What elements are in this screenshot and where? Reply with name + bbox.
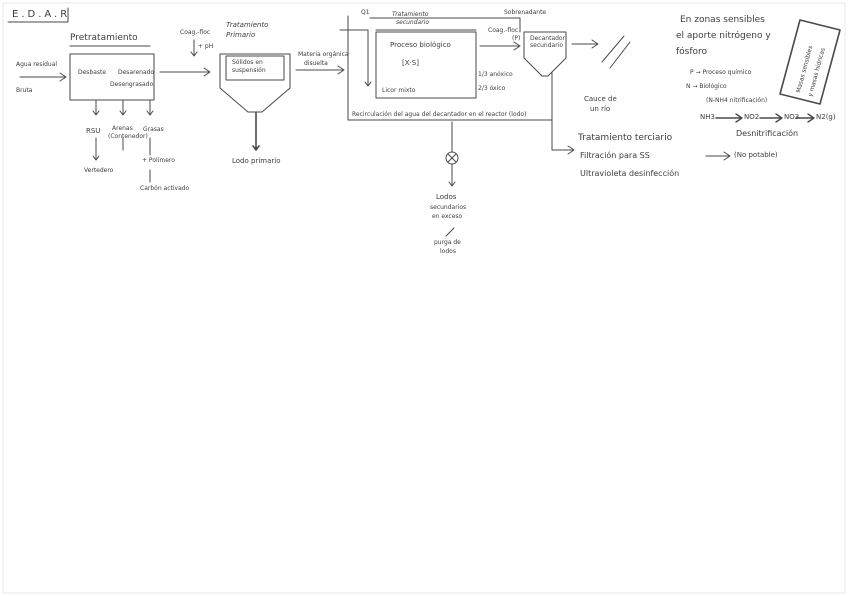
arrow-to-tertiary: [552, 120, 574, 154]
chain-arrow-1: [716, 114, 742, 122]
purge-slash: [446, 228, 454, 236]
vertedero-label: Vertedero: [84, 168, 113, 174]
arrow-to-primary: [160, 68, 210, 76]
nitrif-label: Desnitrificación: [736, 130, 798, 138]
secondary-title-2: secundario: [396, 20, 429, 26]
arrow-to-secondary: [296, 66, 344, 74]
purga-label-1: purga de: [434, 240, 461, 246]
tertiary-line-1: Filtración para SS: [580, 152, 650, 160]
secondary-coag-label: Coag.-floc: [488, 28, 518, 34]
arrow-to-potable: [706, 152, 730, 160]
recirculation-arrow: [340, 30, 371, 86]
river-mark: [602, 36, 630, 68]
purge-line-bottom: [449, 164, 455, 186]
input-arrow: [20, 73, 66, 81]
proceso-label: Proceso biológico: [390, 42, 451, 49]
purge-valve-cross: [448, 154, 456, 162]
decantador-label-2: secundario: [530, 43, 563, 49]
coag-down-arrow: [191, 40, 197, 56]
rsu-label: RSU: [86, 128, 100, 135]
desbaste-label: Desbaste: [78, 70, 106, 76]
tertiary-potable: (No potable): [734, 152, 778, 159]
coag-label: Coag.-floc: [180, 30, 210, 36]
desengrasado-label: Desengrasado: [110, 82, 153, 88]
sobrenadante-label: Sobrenadante: [504, 10, 546, 16]
input-water-label: Agua residual: [16, 62, 57, 68]
anoxico-label: 1/3 anóxico: [478, 72, 513, 78]
pretreatment-out-grasas: [147, 100, 153, 115]
grasas-label: Grasas: [143, 127, 164, 133]
arrow-to-decanter: [480, 42, 520, 50]
primary-title-1: Tratamiento: [226, 22, 268, 29]
polimero-label: + Polímero: [142, 158, 175, 164]
q-label: Q1: [361, 10, 370, 16]
primary-title-2: Primario: [226, 32, 255, 39]
header-title: E.D.A.R: [12, 10, 70, 20]
rsu-down-arrow: [93, 138, 99, 160]
recirculation-label: Recirculación del agua del decantador en…: [352, 112, 526, 118]
coag-sub-label: + pH: [198, 44, 213, 50]
primary-sludge-arrow: [253, 112, 259, 150]
notes-line-4: P → Proceso químico: [690, 70, 751, 76]
secondary-title-1: Tratamiento: [392, 12, 428, 18]
notes-line-3: fósforo: [676, 48, 707, 57]
primary-solids-2: suspensión: [232, 68, 266, 74]
primary-solids-1: Sólidos en: [232, 60, 263, 66]
cauce-label-1: Cauce de: [584, 96, 617, 103]
purga-label-2: lodos: [440, 249, 456, 255]
cauce-label-2: un río: [590, 106, 610, 113]
arenas-sub-label: (Contenedor): [108, 134, 148, 140]
secondary-coag-sub: (P): [512, 36, 520, 42]
notes-line-2: el aporte nitrógeno y: [676, 32, 771, 41]
chain-n2: N2(g): [816, 114, 836, 121]
tertiary-title: Tratamiento terciario: [578, 134, 672, 143]
lodos-label-1: Lodos: [436, 194, 456, 201]
formula-label: [X·S]: [402, 60, 419, 67]
arenas-label: Arenas: [112, 126, 133, 132]
chain-nh3: NH3: [700, 114, 715, 121]
notes-line-5: N → Biológico: [686, 84, 727, 90]
notes-line-6: (N-NH4 nitrificación): [706, 98, 767, 104]
desarenado-label: Desarenado: [118, 70, 154, 76]
licor-label: Licor mixto: [382, 88, 415, 94]
between-line-2: disuelta: [304, 61, 328, 67]
notes-line-1: En zonas sensibles: [680, 16, 765, 25]
pretreatment-box: [70, 54, 154, 100]
lodos-label-2: secundarios: [430, 205, 466, 211]
chain-no2: NO2: [744, 114, 759, 121]
primary-sludge-label: Lodo primario: [232, 158, 281, 165]
tertiary-line-2: Ultravioleta desinfección: [580, 170, 679, 178]
carbon-label: Carbón activado: [140, 186, 189, 192]
pretreatment-title: Pretratamiento: [70, 34, 138, 43]
lodos-label-3: en exceso: [432, 214, 462, 220]
between-line-1: Materia orgánica: [298, 52, 349, 58]
input-bruta-label: Bruta: [16, 88, 32, 94]
oxico-label: 2/3 óxico: [478, 86, 505, 92]
arrow-to-river: [572, 40, 598, 48]
chain-arrow-2: [760, 114, 782, 122]
pretreatment-out-arenas: [120, 100, 126, 115]
pretreatment-out-rsu: [93, 100, 99, 115]
chain-no3: NO3: [784, 114, 799, 121]
page-border: [3, 3, 845, 593]
